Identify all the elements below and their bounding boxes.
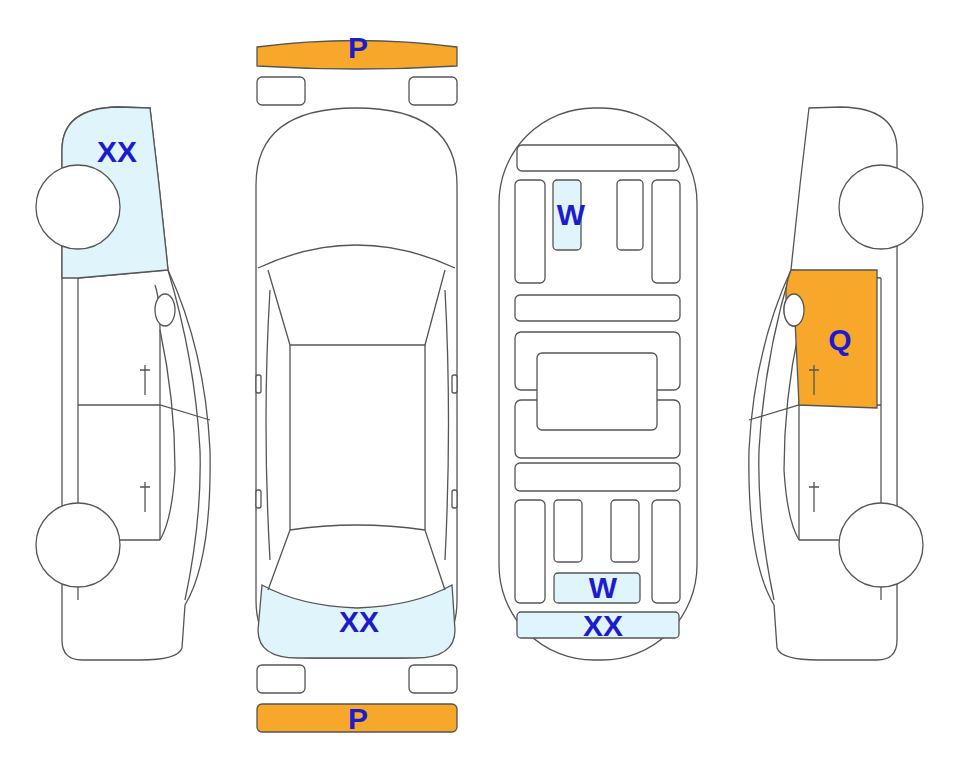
damage-code: XX (583, 611, 623, 641)
top-view (256, 41, 457, 733)
wheel (36, 165, 120, 249)
damage-code: W (589, 573, 617, 603)
damage-code: W (557, 200, 585, 230)
damage-code: Q (828, 325, 851, 355)
damage-code: XX (339, 607, 379, 637)
damage-code: P (348, 33, 368, 63)
damage-code: XX (97, 137, 137, 167)
underside-view (499, 108, 697, 660)
wheel (36, 503, 120, 587)
damage-code: P (348, 704, 368, 734)
side-view-right (749, 107, 923, 660)
